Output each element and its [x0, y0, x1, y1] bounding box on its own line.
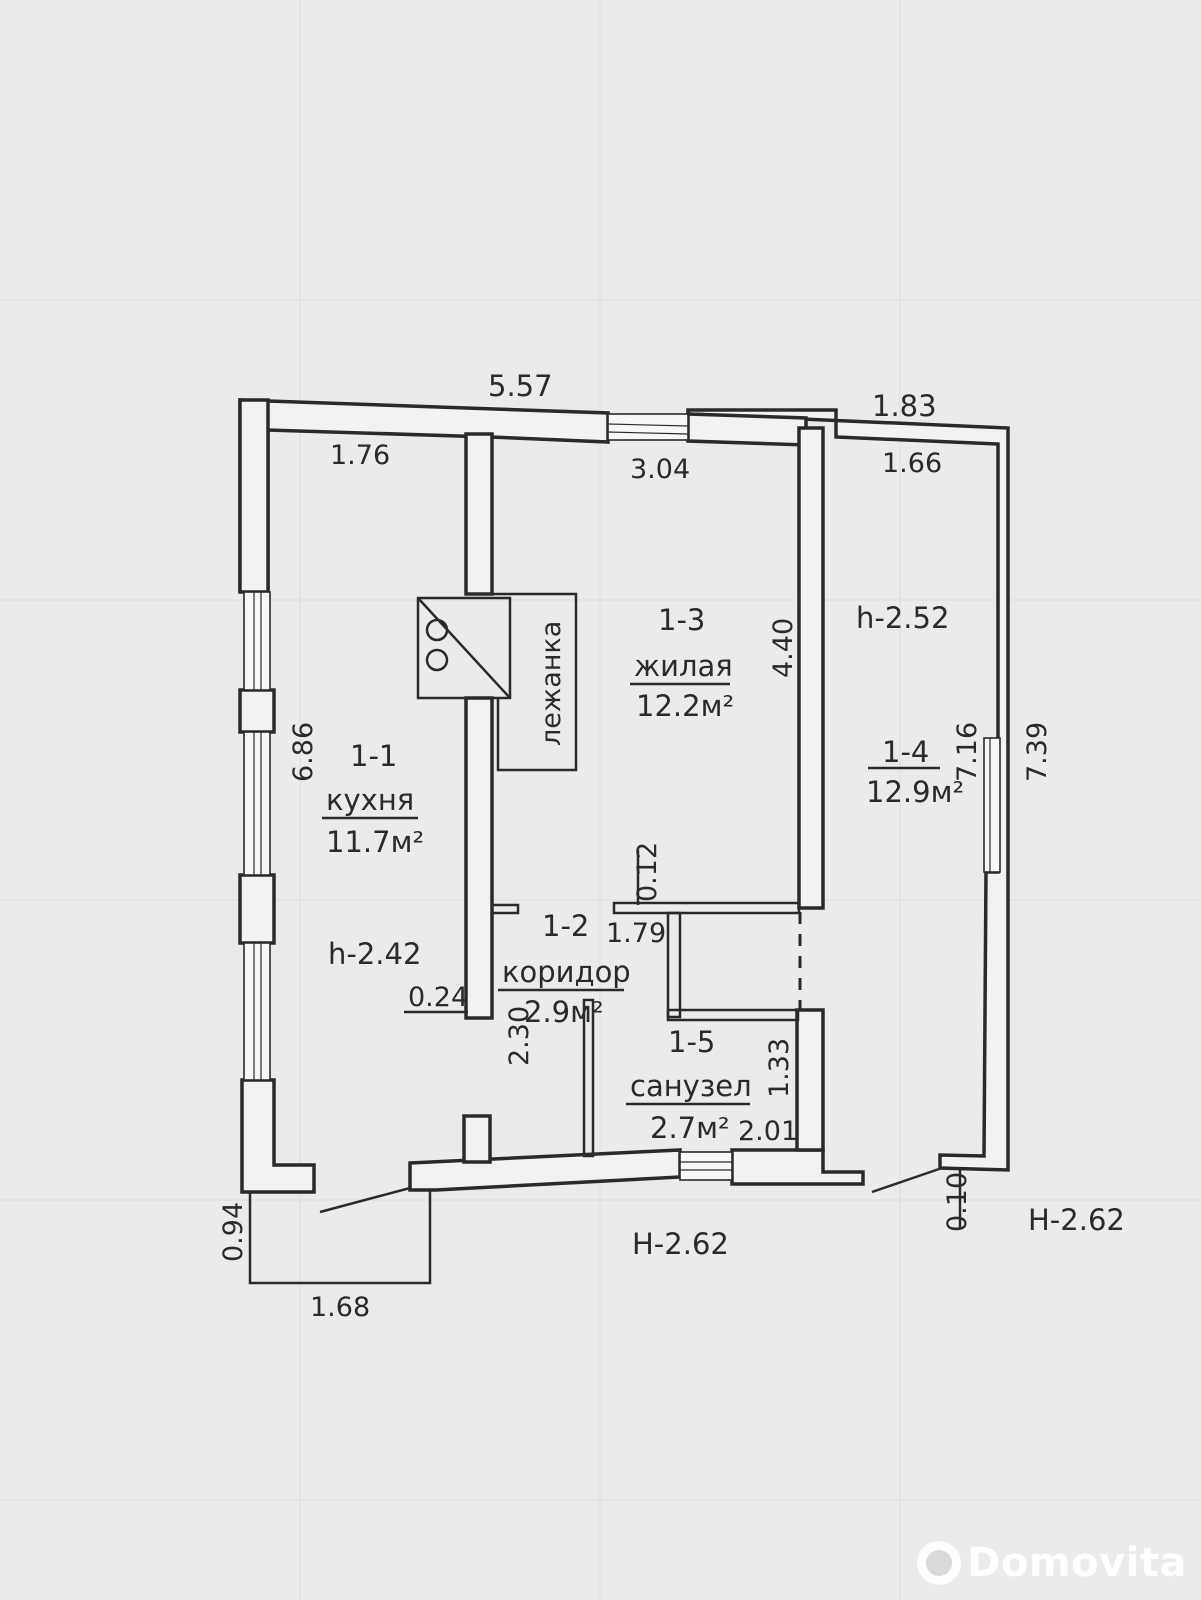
dim-porch-width: 1.68	[310, 1292, 370, 1323]
height-outer-right: H-2.62	[1028, 1203, 1125, 1237]
wall-corridor-stub	[612, 901, 801, 915]
window-right	[983, 737, 1001, 873]
burner-icon	[425, 618, 449, 642]
height-kitchen: h-2.42	[328, 937, 421, 971]
wall-partition-top	[464, 432, 494, 596]
window-top	[607, 413, 689, 441]
room-id: 1-3	[658, 603, 705, 637]
wall-living-right	[797, 426, 825, 910]
room-kitchen: 1-1 кухня 11.7м²	[322, 739, 424, 859]
dim-kitchen-top: 1.76	[330, 440, 390, 471]
windows	[243, 413, 1001, 1181]
wall-living-top	[686, 412, 808, 447]
room-name: санузел	[630, 1069, 752, 1103]
wall-left-1	[238, 398, 270, 594]
wall-corridor-partition	[582, 998, 595, 1158]
room-name: жилая	[634, 649, 733, 683]
height-room4: h-2.52	[856, 601, 949, 635]
wall-bottom-right	[730, 1148, 865, 1186]
watermark: Domovita	[917, 1540, 1187, 1586]
stove-box	[416, 596, 512, 700]
dim-corridor-width: 1.79	[606, 918, 666, 949]
room-name: коридор	[502, 955, 631, 989]
dim-living-right: 4.40	[768, 618, 799, 678]
heights: h-2.42 h-2.52 H-2.62 H-2.62	[328, 601, 1125, 1261]
wall-top-left	[238, 398, 610, 592]
room-area: 11.7м²	[326, 825, 424, 859]
dim-porch-depth: 0.94	[218, 1202, 249, 1262]
burner-icon	[425, 648, 449, 672]
room-bathroom: 1-5 санузел 2.7м²	[626, 1025, 752, 1145]
dim-bath-height: 1.33	[764, 1038, 795, 1098]
porch	[248, 850, 962, 1285]
wall-partition-lower	[464, 696, 494, 1020]
wall-left-corner	[240, 1078, 316, 1194]
window-left-2	[243, 731, 271, 876]
dim-top-right-overall: 1.83	[872, 389, 937, 423]
wall-bath-right	[795, 1008, 825, 1152]
dim-room4-top: 1.66	[882, 448, 942, 479]
room-id: 1-4	[882, 735, 929, 769]
wall-bottom-stub	[462, 1114, 492, 1164]
dim-bath-width: 2.01	[738, 1116, 798, 1147]
wall-left-2	[238, 688, 276, 734]
room-corridor: 1-2 коридор 2.9м²	[498, 909, 631, 1029]
room-id: 1-1	[350, 739, 397, 773]
room-living: 1-3 жилая 12.2м²	[630, 603, 734, 723]
height-outer-center: H-2.62	[632, 1227, 729, 1261]
dim-room4-inner: 7.16	[952, 722, 983, 782]
dim-corridor-height: 2.30	[504, 1006, 535, 1066]
wall-shelf-mark	[490, 903, 520, 915]
window-left-1	[243, 591, 271, 691]
room-name: кухня	[326, 783, 414, 817]
wall-bath-top	[666, 1008, 800, 1022]
window-bottom	[679, 1151, 733, 1181]
wall-left-3	[238, 873, 276, 945]
dim-corridor-stub: 0.12	[632, 842, 663, 902]
room-area: 2.7м²	[650, 1111, 730, 1145]
dim-partition: 0.24	[408, 982, 468, 1013]
watermark-text: Domovita	[967, 1540, 1187, 1586]
dim-top-overall: 5.57	[488, 369, 553, 403]
room-id: 1-5	[668, 1025, 715, 1059]
room-id: 1-2	[542, 909, 589, 943]
room-area: 12.9м²	[866, 775, 964, 809]
stove-label: лежанка	[536, 621, 567, 746]
room-area: 2.9м²	[524, 995, 604, 1029]
wall-bath-partition	[666, 911, 682, 1019]
dim-kitchen-left: 6.86	[288, 722, 319, 782]
window-left-3	[243, 942, 271, 1081]
dimensions: 5.57 1.83 1.76 3.04 1.66 4.40 6.86 7.16 …	[218, 369, 1053, 1323]
dim-room4-outer: 7.39	[1022, 722, 1053, 782]
porch-outline	[248, 1190, 432, 1285]
entry-door-swing	[319, 1186, 411, 1214]
room-area: 12.2м²	[636, 689, 734, 723]
wall-bottom	[408, 1148, 682, 1192]
logo-icon	[917, 1541, 962, 1585]
dim-living-top: 3.04	[630, 454, 690, 485]
dim-right-stub: 0.10	[942, 1172, 973, 1232]
room-4: 1-4 12.9м²	[866, 735, 964, 809]
right-door-swing	[871, 1166, 943, 1194]
stove-bench	[492, 592, 578, 772]
stove: лежанка	[416, 592, 578, 772]
